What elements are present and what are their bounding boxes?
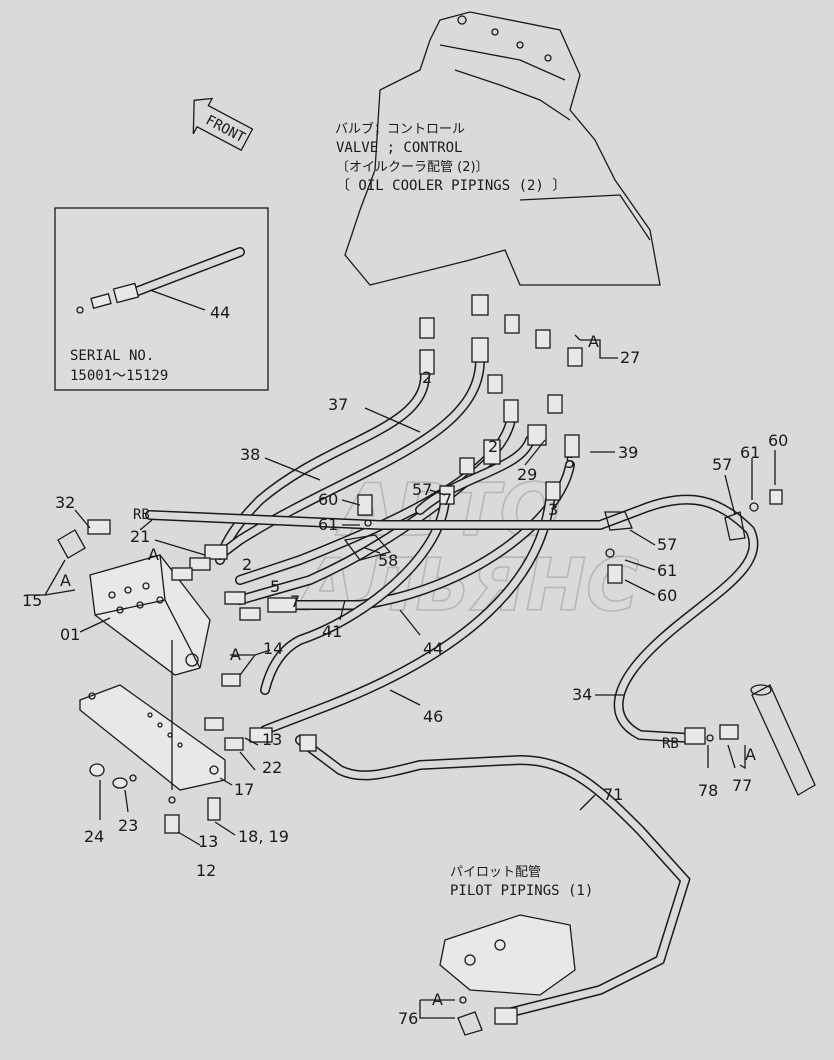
- callout-29: 29: [517, 465, 537, 484]
- front-arrow: FRONT: [192, 97, 254, 152]
- callout-5b: 5: [270, 577, 280, 596]
- hoses: [145, 355, 759, 1020]
- callout-2b: 2: [488, 437, 498, 456]
- valve-caption: バルブ；コントロール VALVE ; CONTROL 〔オイルクーラ配管 (2)…: [335, 121, 566, 194]
- callout-15: 15: [22, 591, 42, 610]
- callout-46: 46: [423, 707, 443, 726]
- bracket-plate: [79, 640, 226, 834]
- callout-24: 24: [84, 827, 104, 846]
- callouts: 37 38 32 15 01 21 2 2 2 5 5 7 7 3 29 39 …: [22, 332, 788, 1028]
- callout-34: 34: [572, 685, 592, 704]
- callout-18-19: 18, 19: [238, 827, 289, 846]
- callout-78: 78: [698, 781, 718, 800]
- callout-37: 37: [328, 395, 348, 414]
- pilot-caption-jp: パイロット配管: [450, 865, 541, 880]
- callout-57a: 57: [412, 480, 432, 499]
- callout-60b: 60: [768, 431, 788, 450]
- valve-caption-jp2: 〔オイルクーラ配管 (2)〕: [336, 160, 489, 175]
- valve-caption-en: VALVE ; CONTROL: [336, 140, 462, 156]
- control-valve-drawing: [344, 11, 661, 286]
- valve-caption-en2: 〔 OIL COOLER PIPINGS (2) 〕: [336, 178, 566, 194]
- callout-38: 38: [240, 445, 260, 464]
- rb-label-right: RB: [662, 736, 679, 752]
- callout-39: 39: [618, 443, 638, 462]
- callout-32: 32: [55, 493, 75, 512]
- callout-71: 71: [603, 785, 623, 804]
- callout-61c: 61: [657, 561, 677, 580]
- callout-7b: 7: [290, 592, 300, 611]
- ref-a-21: A: [148, 545, 159, 564]
- rb-label-left: RB: [133, 507, 150, 523]
- serial-inset: 44 SERIAL NO. 15001～15129: [54, 207, 269, 391]
- callout-57b: 57: [712, 455, 732, 474]
- manifold-block: [57, 519, 317, 752]
- callout-44: 44: [423, 639, 443, 658]
- callout-60a: 60: [318, 490, 338, 509]
- ref-a-27: A: [588, 332, 599, 351]
- callout-2c: 2: [242, 555, 252, 574]
- serial-range: 15001～15129: [70, 368, 168, 384]
- callout-7a: 7: [442, 490, 452, 509]
- pilot-caption-en: PILOT PIPINGS (1): [450, 883, 593, 899]
- callout-01: 01: [60, 625, 80, 644]
- serial-label: SERIAL NO.: [70, 348, 154, 364]
- ref-a-76: A: [432, 990, 443, 1009]
- callout-57c: 57: [657, 535, 677, 554]
- leader-lines: [28, 334, 776, 1019]
- callout-76: 76: [398, 1009, 418, 1028]
- callout-22: 22: [262, 758, 282, 777]
- pilot-valve: [439, 914, 576, 1036]
- callout-77: 77: [732, 776, 752, 795]
- callout-17: 17: [234, 780, 254, 799]
- callout-13b: 13: [198, 832, 218, 851]
- callout-58: 58: [378, 551, 398, 570]
- callout-14: 14: [263, 639, 283, 658]
- callout-21: 21: [130, 527, 150, 546]
- ref-a-15: A: [60, 571, 71, 590]
- valve-caption-jp: バルブ；コントロール: [335, 121, 465, 137]
- callout-23: 23: [118, 816, 138, 835]
- callout-61b: 61: [740, 443, 760, 462]
- callout-12: 12: [196, 861, 216, 880]
- callout-2a: 2: [422, 368, 432, 387]
- callout-13a: 13: [262, 730, 282, 749]
- callout-27: 27: [620, 348, 640, 367]
- callout-41: 41: [322, 622, 342, 641]
- callout-3: 3: [548, 500, 558, 519]
- right-pipe: [684, 684, 816, 796]
- ref-a-77: A: [745, 745, 756, 764]
- inset-part-no: 44: [210, 303, 230, 322]
- callout-5a: 5: [565, 453, 575, 472]
- callout-61a: 61: [318, 515, 338, 534]
- callout-60c: 60: [657, 586, 677, 605]
- ref-a-14: A: [230, 645, 241, 664]
